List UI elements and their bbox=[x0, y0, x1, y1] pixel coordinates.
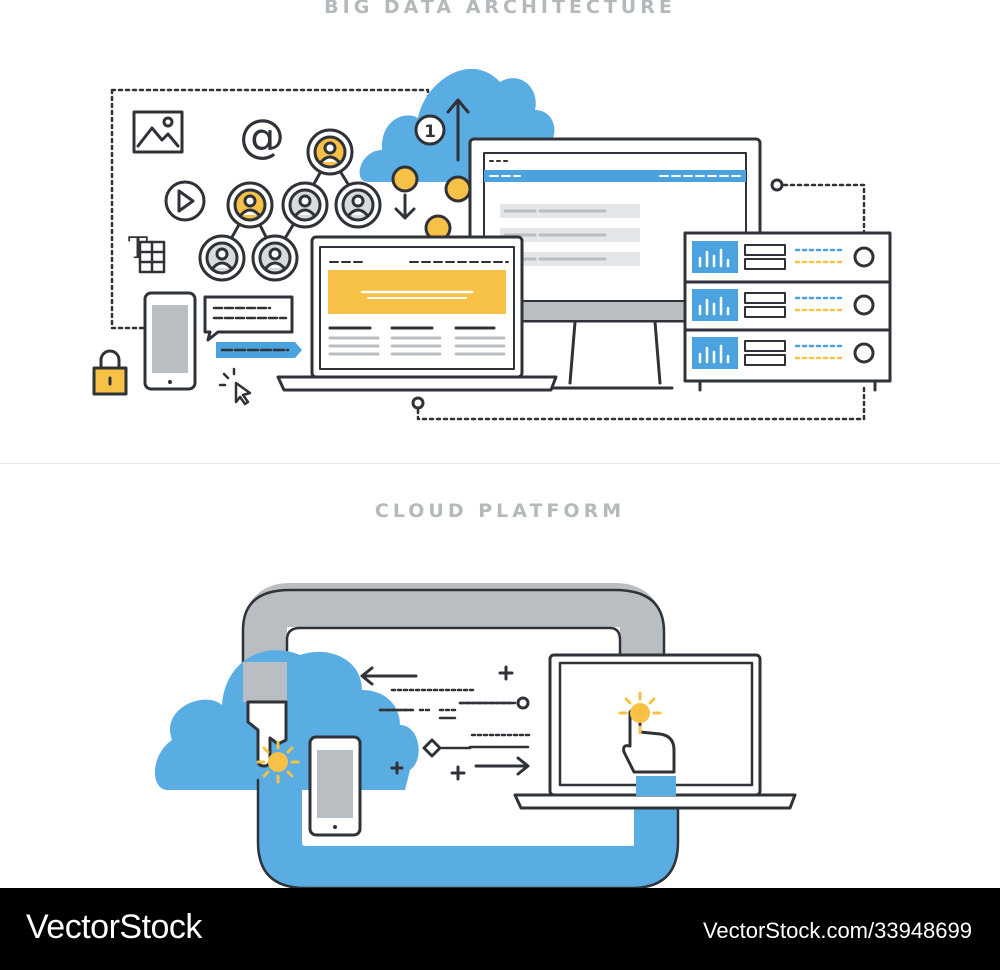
footer-reference: VectorStock.com/33948699 bbox=[702, 918, 972, 943]
user-avatar-gray-3 bbox=[198, 234, 246, 282]
user-network-icon bbox=[198, 128, 382, 282]
upload-arrow-icon bbox=[446, 98, 470, 162]
user-avatar-top bbox=[306, 128, 354, 176]
cloud-platform-illustration bbox=[154, 583, 797, 888]
play-button-icon bbox=[164, 180, 206, 222]
pointing-hand-left-icon bbox=[243, 662, 288, 768]
connector-node-right bbox=[770, 178, 784, 192]
page-title-cloud-platform: CLOUD PLATFORM bbox=[374, 500, 626, 522]
footer-bar: VectorStock VectorStock.com/33948699 bbox=[0, 888, 1000, 970]
illustration-canvas: 1 @ T bbox=[92, 68, 892, 888]
download-arrow-icon bbox=[394, 193, 416, 220]
plus-icon-2 bbox=[498, 665, 514, 681]
touch-glow-icon-left bbox=[256, 740, 300, 784]
chat-bubble-icon bbox=[203, 295, 294, 342]
diamond-icon bbox=[422, 738, 442, 758]
coin-icon-yellow-1 bbox=[391, 165, 419, 193]
user-avatar-yellow bbox=[226, 181, 274, 229]
blue-data-pipe bbox=[258, 780, 678, 888]
image-icon bbox=[132, 110, 184, 154]
left-arrow-icon bbox=[360, 666, 418, 686]
connector-node-bottom bbox=[411, 396, 425, 410]
footer-brand: VectorStock bbox=[26, 908, 202, 946]
plus-icon-3 bbox=[450, 765, 466, 781]
coin-icon bbox=[414, 114, 446, 146]
smartphone-icon bbox=[143, 291, 197, 391]
plus-icon-1 bbox=[390, 761, 404, 775]
server-unit-3 bbox=[692, 337, 875, 369]
coin-label: 1 bbox=[424, 122, 436, 142]
server-rack bbox=[683, 231, 892, 392]
user-avatar-gray-4 bbox=[251, 234, 299, 282]
dotted-connector-right bbox=[416, 183, 866, 421]
cursor-click-icon bbox=[218, 367, 252, 406]
smartphone-icon-bottom bbox=[308, 735, 362, 837]
at-symbol-icon: @ bbox=[239, 109, 285, 163]
table-grid-icon bbox=[138, 240, 166, 274]
page-title-big-data-architecture: BIG DATA ARCHITECTURE bbox=[324, 0, 676, 18]
server-unit-2 bbox=[692, 289, 875, 321]
user-avatar-gray-1 bbox=[281, 181, 329, 229]
gray-data-pipe bbox=[243, 583, 664, 700]
section-divider bbox=[0, 463, 1000, 464]
flow-node-icon bbox=[516, 696, 530, 710]
server-unit-1 bbox=[692, 241, 875, 273]
message-bar-icon bbox=[216, 342, 302, 358]
right-arrow-icon bbox=[474, 756, 530, 776]
laptop-bottom bbox=[513, 653, 797, 810]
touch-glow-icon-right bbox=[618, 691, 662, 735]
coin-icon-yellow-2 bbox=[444, 175, 472, 203]
lock-icon bbox=[92, 349, 128, 396]
user-avatar-gray-2 bbox=[334, 181, 382, 229]
desktop-monitor bbox=[468, 137, 762, 390]
laptop bbox=[276, 235, 558, 392]
big-data-illustration: 1 @ T bbox=[92, 68, 892, 421]
